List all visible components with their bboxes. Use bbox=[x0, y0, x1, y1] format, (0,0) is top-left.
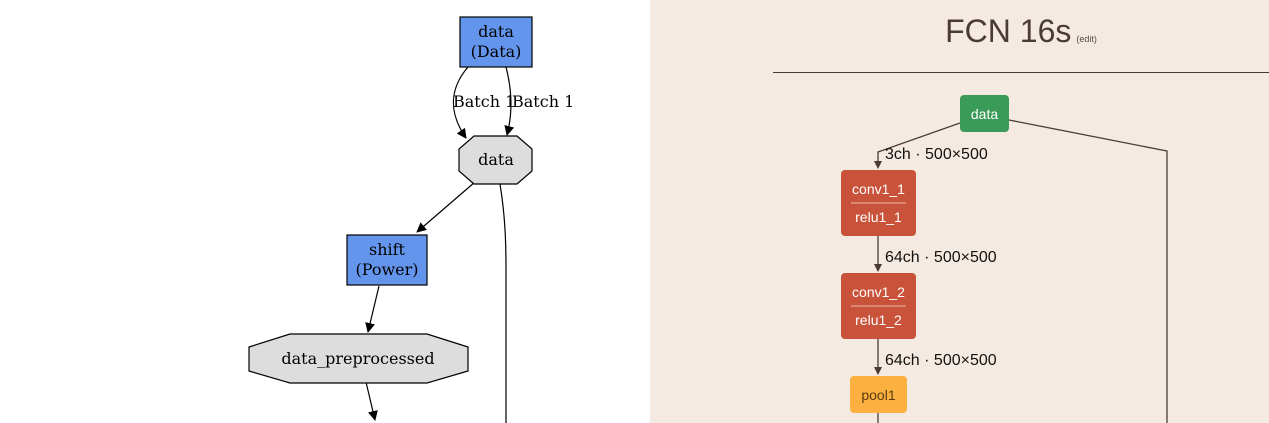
edge-data-to-conv1-1 bbox=[874, 122, 961, 169]
title-row: FCN 16s (edit) bbox=[773, 13, 1269, 50]
edit-link[interactable]: (edit) bbox=[1076, 34, 1097, 44]
edge-shift-to-preprocessed bbox=[365, 285, 380, 333]
data-preprocessed-blob-label: data_preprocessed bbox=[281, 349, 434, 368]
edge-data-layer-to-blob-left bbox=[452, 66, 469, 139]
conv1-1-node[interactable]: conv1_1 relu1_1 bbox=[841, 170, 916, 236]
data-node-label: data bbox=[971, 106, 998, 122]
conv1-1-label: conv1_1 bbox=[852, 181, 905, 197]
pool1-node[interactable]: pool1 bbox=[850, 376, 907, 413]
netscope-graph-canvas: 3ch · 500×500 64ch · 500×500 64ch · 500×… bbox=[841, 95, 1168, 423]
edge-data-layer-to-blob-right bbox=[504, 66, 515, 136]
shift-layer-name: shift bbox=[369, 240, 406, 259]
data-layer-node[interactable]: data (Data) bbox=[459, 16, 533, 68]
data-node[interactable]: data bbox=[960, 95, 1009, 132]
shift-layer-type: (Power) bbox=[355, 260, 418, 279]
relu1-2-label: relu1_2 bbox=[855, 312, 902, 328]
edge-label-3ch: 3ch · 500×500 bbox=[885, 146, 988, 163]
caffe-graph-canvas: Batch 1 Batch 1 data (Data) data shift (… bbox=[248, 16, 574, 423]
page-title: FCN 16s bbox=[945, 13, 1072, 49]
pool1-label: pool1 bbox=[861, 387, 895, 403]
edge-label-batch-left: Batch 1 bbox=[453, 92, 515, 111]
data-layer-name: data bbox=[478, 22, 514, 41]
caffe-graph-panel: Batch 1 Batch 1 data (Data) data shift (… bbox=[248, 16, 575, 423]
edge-blob-to-shift bbox=[416, 181, 476, 233]
netscope-panel: FCN 16s (edit) 3ch · 500×500 64ch · 500×5… bbox=[650, 0, 1269, 423]
edge-label-64ch-1: 64ch · 500×500 bbox=[885, 249, 997, 266]
edge-preprocessed-down bbox=[365, 381, 378, 421]
data-layer-type: (Data) bbox=[471, 42, 522, 61]
edge-label-batch-right: Batch 1 bbox=[512, 92, 574, 111]
edge-blob-down bbox=[499, 183, 507, 423]
data-preprocessed-blob-node[interactable]: data_preprocessed bbox=[248, 333, 469, 384]
conv1-2-node[interactable]: conv1_2 relu1_2 bbox=[841, 273, 916, 339]
shift-layer-node[interactable]: shift (Power) bbox=[346, 234, 428, 286]
relu1-1-label: relu1_1 bbox=[855, 209, 902, 225]
conv1-2-label: conv1_2 bbox=[852, 284, 905, 300]
title-divider bbox=[773, 72, 1269, 73]
edge-label-64ch-2: 64ch · 500×500 bbox=[885, 352, 997, 369]
edge-data-to-right bbox=[1008, 119, 1168, 423]
data-blob-node[interactable]: data bbox=[458, 135, 533, 185]
data-blob-label: data bbox=[478, 150, 514, 169]
